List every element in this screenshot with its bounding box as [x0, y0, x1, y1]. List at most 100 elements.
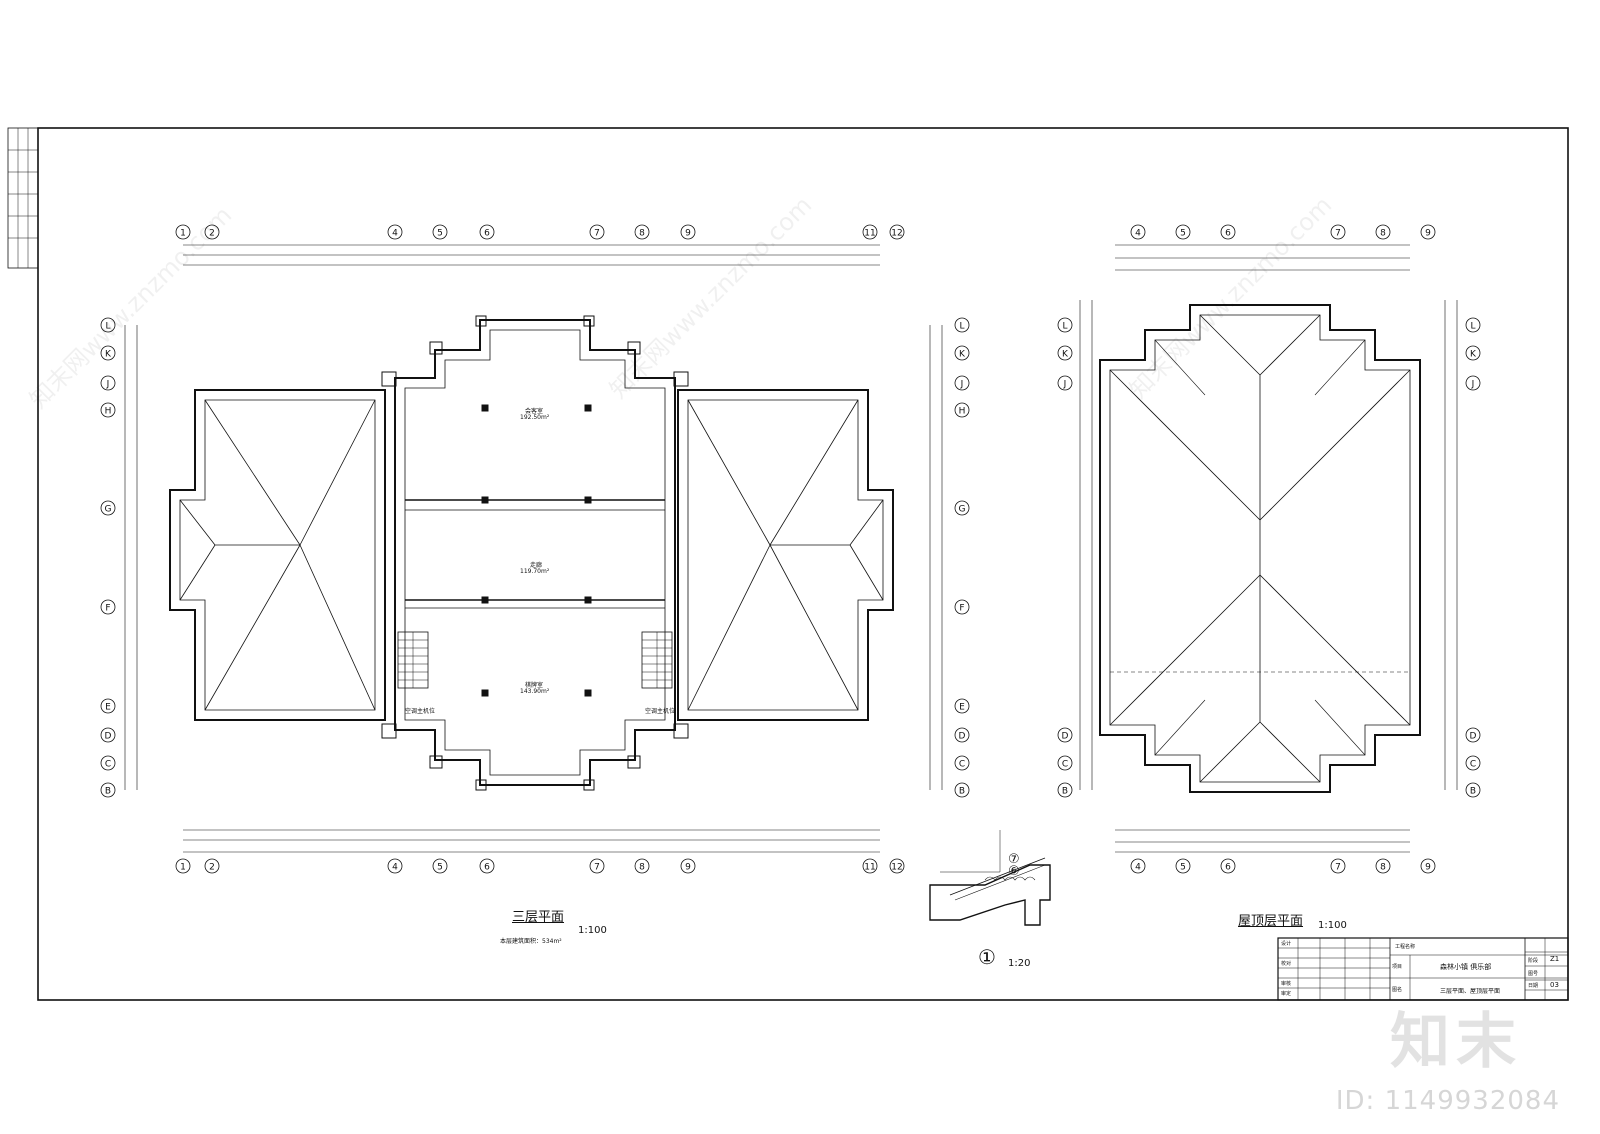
roof-scale: 1:100 [1318, 920, 1347, 931]
eave-detail-section [929, 830, 1051, 926]
roof-axis-bubble-bottom-1: 5 [1175, 858, 1191, 874]
svg-text:E: E [959, 703, 965, 713]
roof-axis-bubble-top-1: 5 [1175, 224, 1191, 240]
axis-bubble-right-3: H [954, 402, 970, 418]
svg-text:L: L [959, 322, 964, 332]
axis-bubble-bottom-5: 7 [589, 858, 605, 874]
third-floor-plan [124, 244, 943, 853]
axis-bubble-right-6: E [954, 698, 970, 714]
roof-axis-bubbles-top: 4 5 6 7 8 9 [1130, 224, 1436, 240]
roof-plan [1079, 244, 1458, 853]
room2-area: 119.70m² [520, 568, 550, 575]
roof-axis-bubble-right-0: L [1465, 317, 1481, 333]
axis-bubble-top-2: 4 [387, 224, 403, 240]
svg-text:6: 6 [1225, 229, 1231, 239]
svg-text:2: 2 [209, 229, 215, 239]
axis-bubble-bottom-2: 4 [387, 858, 403, 874]
axis-bubble-top-6: 8 [634, 224, 650, 240]
axis-bubble-top-9: 12 [889, 224, 905, 240]
room3-area: 143.90m² [520, 688, 550, 695]
watermark-id: ID: 1149932084 [1335, 1086, 1560, 1116]
svg-text:C: C [1062, 760, 1068, 770]
roof-axis-bubble-top-2: 6 [1220, 224, 1236, 240]
axis-bubble-left-6: E [100, 698, 116, 714]
svg-text:11: 11 [864, 229, 875, 239]
svg-text:8: 8 [639, 863, 645, 873]
svg-text:F: F [959, 604, 964, 614]
axis-bubble-bottom-0: 1 [175, 858, 191, 874]
svg-text:4: 4 [392, 863, 398, 873]
axis-bubble-top-3: 5 [432, 224, 448, 240]
svg-text:C: C [105, 760, 111, 770]
roof-axis-bubble-right-3: D [1465, 727, 1481, 743]
axis-bubble-left-2: J [100, 375, 116, 391]
title-block-lines [1277, 937, 1569, 1001]
roof-axis-bubble-left-0: L [1057, 317, 1073, 333]
roof-axis-bubble-left-1: K [1057, 345, 1073, 361]
roof-axis-bubble-bottom-2: 6 [1220, 858, 1236, 874]
axis-bubble-left-9: B [100, 782, 116, 798]
svg-text:J: J [1471, 380, 1475, 390]
axis-bubble-right-8: C [954, 755, 970, 771]
svg-text:K: K [105, 350, 112, 360]
axis-bubble-right-9: B [954, 782, 970, 798]
roof-axis-bubble-top-5: 9 [1420, 224, 1436, 240]
tb-row-approve: 审定 [1281, 991, 1292, 997]
tb-item-label: 项目 [1392, 964, 1403, 970]
svg-text:H: H [105, 407, 112, 417]
svg-text:B: B [1062, 787, 1068, 797]
axis-bubble-top-7: 9 [680, 224, 696, 240]
svg-text:1: 1 [180, 863, 186, 873]
axis-bubble-left-7: D [100, 727, 116, 743]
axis-bubble-bottom-1: 2 [204, 858, 220, 874]
roof-axis-bubble-top-3: 7 [1330, 224, 1346, 240]
tb-project-name: 森林小镇 俱乐部 [1440, 963, 1492, 971]
svg-text:B: B [959, 787, 965, 797]
sheet-border [37, 127, 1569, 1001]
axis-bubble-right-0: L [954, 317, 970, 333]
axis-bubble-bottom-4: 6 [479, 858, 495, 874]
roof-axis-bubble-left-4: C [1057, 755, 1073, 771]
axis-bubble-right-2: J [954, 375, 970, 391]
svg-text:7: 7 [1335, 863, 1341, 873]
tb-row-review: 审核 [1281, 981, 1292, 987]
svg-text:K: K [1470, 350, 1477, 360]
axis-bubble-bottom-7: 9 [680, 858, 696, 874]
axis-bubble-top-1: 2 [204, 224, 220, 240]
tb-row-check: 校对 [1281, 961, 1292, 967]
svg-text:11: 11 [864, 863, 875, 873]
svg-text:5: 5 [1180, 229, 1186, 239]
tb-phase: Z1 [1550, 955, 1560, 963]
svg-text:G: G [959, 505, 966, 515]
axis-bubble-right-1: K [954, 345, 970, 361]
svg-text:G: G [105, 505, 112, 515]
tb-sheet-no: 03 [1550, 981, 1559, 989]
svg-text:8: 8 [1380, 229, 1386, 239]
axis-bubble-left-5: F [100, 599, 116, 615]
svg-text:7: 7 [594, 229, 600, 239]
svg-text:D: D [1062, 732, 1069, 742]
roof-axis-bubble-bottom-4: 8 [1375, 858, 1391, 874]
tb-sheet-no-label: 图号 [1528, 971, 1539, 977]
roof-axis-bubble-right-1: K [1465, 345, 1481, 361]
svg-text:J: J [960, 380, 964, 390]
svg-text:9: 9 [685, 863, 691, 873]
svg-text:4: 4 [1135, 229, 1141, 239]
svg-text:6: 6 [484, 863, 490, 873]
roof-axis-bubble-left-3: D [1057, 727, 1073, 743]
axis-bubble-left-1: K [100, 345, 116, 361]
axis-bubble-left-0: L [100, 317, 116, 333]
roof-axis-bubble-left-2: J [1057, 375, 1073, 391]
svg-text:8: 8 [1380, 863, 1386, 873]
svg-text:2: 2 [209, 863, 215, 873]
svg-text:7: 7 [594, 863, 600, 873]
svg-text:9: 9 [1425, 863, 1431, 873]
svg-text:5: 5 [1180, 863, 1186, 873]
axis-bubble-top-5: 7 [589, 224, 605, 240]
svg-text:6: 6 [484, 229, 490, 239]
svg-text:K: K [959, 350, 966, 360]
svg-text:L: L [1470, 322, 1475, 332]
svg-text:4: 4 [392, 229, 398, 239]
